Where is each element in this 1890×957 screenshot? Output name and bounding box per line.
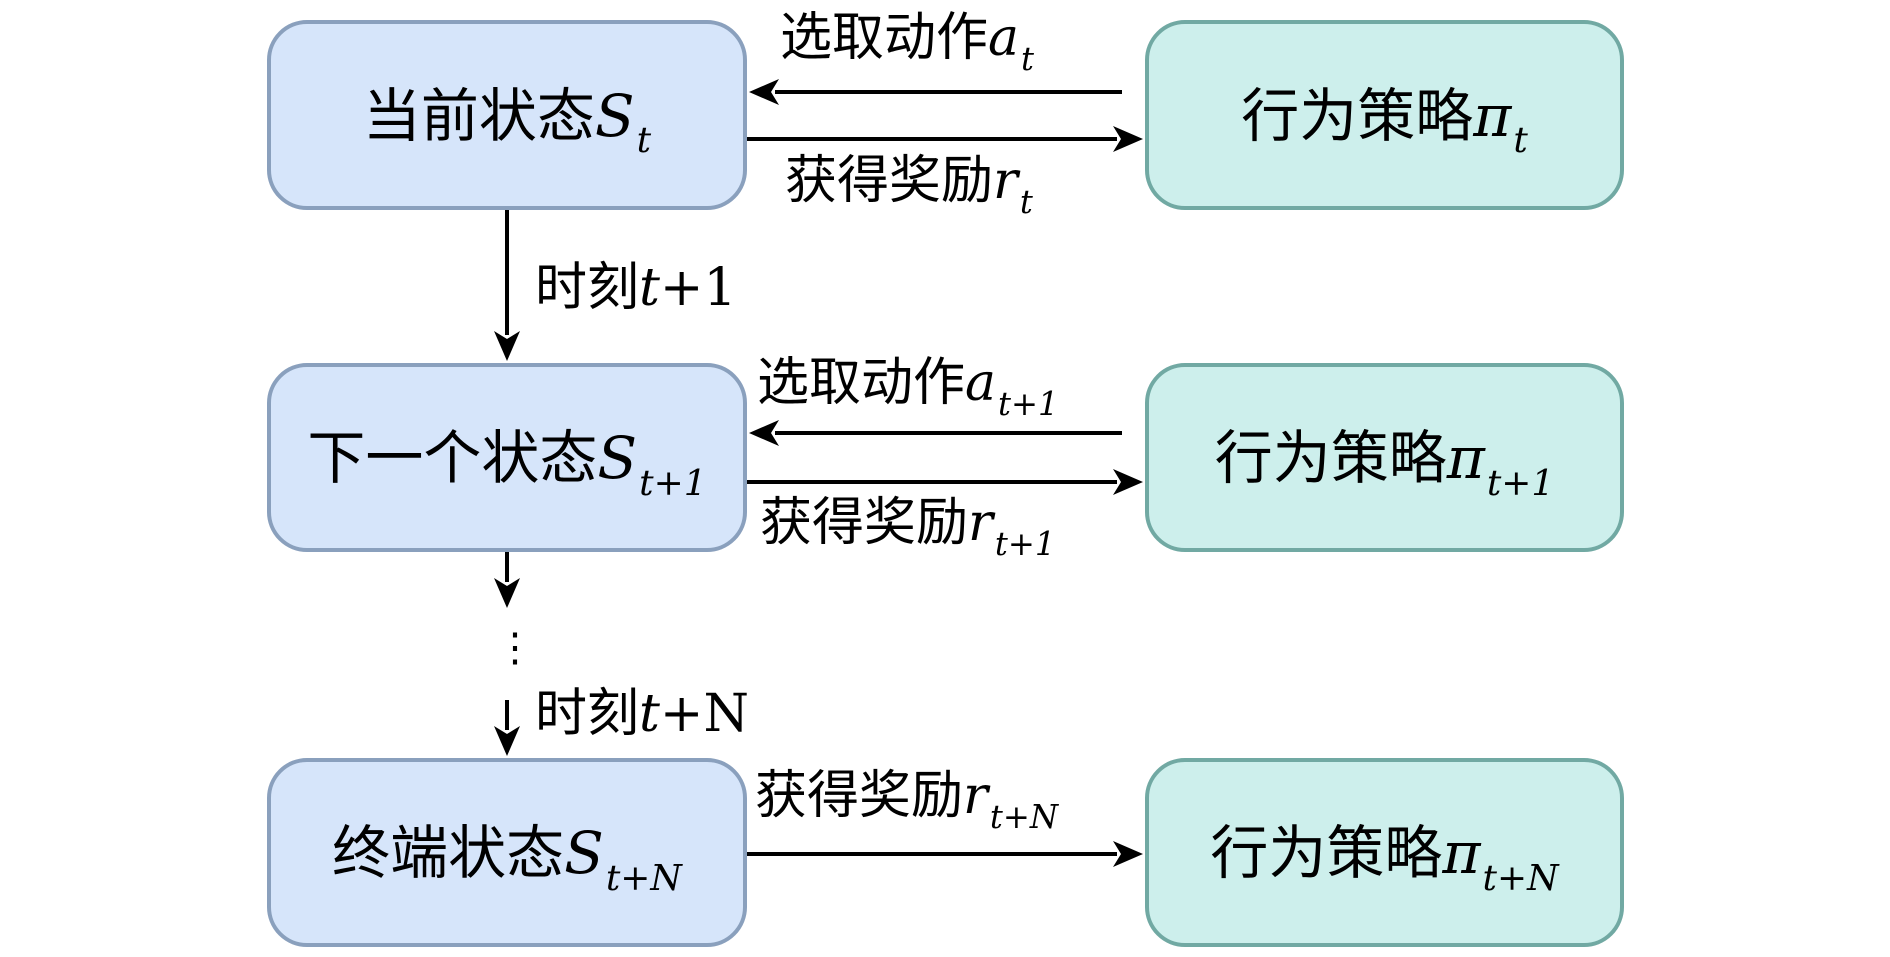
reward-arrow-head — [1113, 469, 1143, 495]
state-label: 下一个状态St+1 — [307, 424, 707, 504]
reward-arrow-head — [1113, 126, 1143, 152]
transition-label: 时刻t+1 — [535, 258, 737, 318]
ellipsis: ⋮ — [495, 625, 535, 671]
policy-label: 行为策略πt — [1241, 81, 1528, 162]
transition-arrow-head — [494, 331, 520, 361]
action-arrow-head — [749, 420, 779, 446]
state-label: 当前状态St — [362, 81, 652, 162]
policy-box-terminal: 行为策略πt+N — [1145, 758, 1624, 947]
state-label: 终端状态St+N — [332, 819, 682, 899]
continuation-arrow-head — [494, 578, 520, 608]
reward-arrow-head — [1113, 841, 1143, 867]
action-label: 选取动作at — [780, 8, 1034, 78]
reward-label: 获得奖励rt+N — [755, 766, 1059, 836]
policy-label: 行为策略πt+N — [1210, 819, 1559, 899]
action-label: 选取动作at+1 — [757, 353, 1059, 423]
state-box-terminal: 终端状态St+N — [267, 758, 747, 947]
action-arrow-head — [749, 79, 779, 105]
policy-box-next: 行为策略πt+1 — [1145, 363, 1624, 552]
state-box-current: 当前状态St — [267, 20, 747, 210]
transition-arrow-head — [494, 726, 520, 756]
reward-label: 获得奖励rt+1 — [760, 493, 1056, 563]
reward-label: 获得奖励rt — [785, 151, 1033, 221]
policy-box-current: 行为策略πt — [1145, 20, 1624, 210]
state-box-next: 下一个状态St+1 — [267, 363, 747, 552]
transition-label: 时刻t+N — [535, 684, 749, 744]
policy-label: 行为策略πt+1 — [1214, 424, 1555, 504]
